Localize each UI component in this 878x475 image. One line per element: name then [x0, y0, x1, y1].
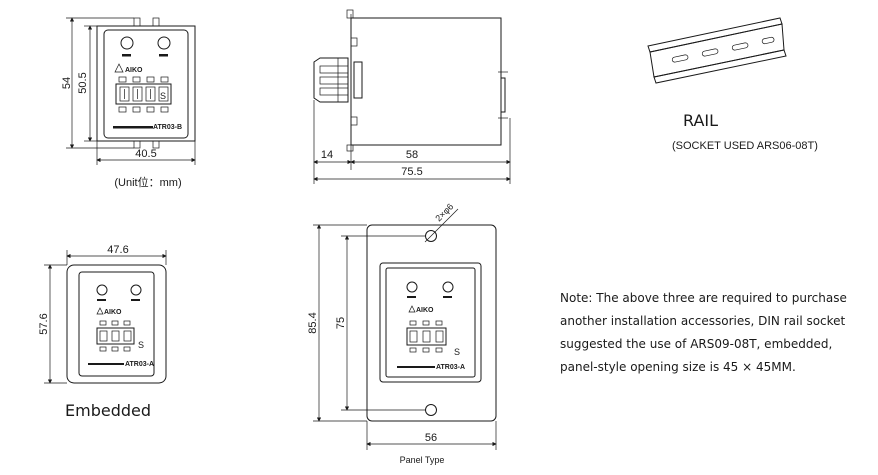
note-line: suggested the use of ARS09-08T, embedded…	[560, 337, 832, 351]
note-line: panel-style opening size is 45 × 45MM.	[560, 360, 796, 374]
embedded-face	[78, 271, 155, 377]
side-dim-body: 58	[406, 149, 418, 161]
panel-bezel	[379, 262, 482, 383]
embedded-digit-display	[96, 327, 135, 345]
aiko-logo-icon	[96, 307, 104, 315]
led-indicator-icon	[120, 36, 134, 50]
side-body-outline	[350, 17, 502, 146]
embedded-brand: AIKO	[104, 309, 122, 316]
panel-brand: AIKO	[416, 307, 434, 314]
panel-dim-height-inner: 75	[335, 317, 347, 329]
front-body-outline	[96, 25, 196, 142]
side-base	[313, 57, 349, 103]
front-dim-height-inner: 50.5	[77, 72, 89, 93]
front-view: AIKO S ATR03-B 54	[61, 17, 196, 189]
panel-face	[385, 267, 476, 378]
side-dim-pin: 14	[321, 149, 333, 161]
pin-icon	[319, 87, 349, 96]
embedded-model-label: ATR03-A	[125, 361, 154, 368]
rail-title: RAIL	[683, 111, 718, 130]
front-face	[103, 29, 189, 139]
panel-title: Panel Type	[400, 455, 445, 465]
side-dim-total: 75.5	[401, 166, 422, 178]
led-indicator-icon	[157, 36, 171, 50]
panel-plate	[366, 224, 497, 422]
embedded-title: Embedded	[65, 401, 151, 420]
panel-unit-mark: S	[454, 347, 460, 357]
embedded-view: AIKO S ATR03-A 47.6 57.6 Embedded	[38, 244, 167, 420]
svg-text:S: S	[160, 91, 166, 101]
unit-note: (Unit位：mm)	[114, 175, 181, 189]
din-rail-icon	[647, 17, 787, 84]
pin-icon	[319, 76, 349, 85]
mounting-hole-icon	[425, 404, 437, 416]
side-view: 14 58 75.5	[313, 9, 511, 184]
front-brand: AIKO	[125, 67, 143, 74]
led-indicator-icon	[130, 284, 142, 296]
front-model-label: ATR03-B	[153, 124, 182, 131]
panel-hole-label: 2×φ6	[433, 201, 455, 223]
panel-dim-width: 56	[425, 432, 437, 444]
front-down-buttons	[118, 106, 169, 113]
panel-digit-display	[406, 327, 447, 346]
embedded-bezel	[66, 264, 167, 384]
panel-dim-height-outer: 85.4	[307, 312, 319, 333]
panel-model-label: ATR03-A	[436, 364, 465, 371]
front-dim-height-outer: 54	[61, 77, 73, 89]
note-block: Note: The above three are required to pu…	[560, 291, 847, 374]
panel-view: 2×φ6 AIKO S ATR03-A 85.4 75 56	[307, 201, 497, 465]
front-dim-width: 40.5	[135, 148, 156, 160]
digit-display	[115, 83, 172, 105]
led-indicator-icon	[96, 284, 108, 296]
mounting-hole-icon	[425, 230, 437, 242]
led-indicator-icon	[406, 281, 418, 293]
embedded-dim-height: 57.6	[38, 313, 50, 334]
pin-icon	[319, 65, 349, 74]
embedded-dim-width: 47.6	[107, 244, 128, 256]
embedded-unit-mark: S	[138, 340, 144, 350]
aiko-logo-icon	[408, 305, 416, 313]
note-line: Note: The above three are required to pu…	[560, 291, 847, 305]
rail-caption: (SOCKET USED ARS06-08T)	[672, 140, 818, 152]
led-indicator-icon	[442, 281, 454, 293]
aiko-logo-icon	[114, 63, 124, 73]
note-line: another installation accessories, DIN ra…	[560, 314, 846, 328]
front-up-buttons	[118, 76, 169, 83]
